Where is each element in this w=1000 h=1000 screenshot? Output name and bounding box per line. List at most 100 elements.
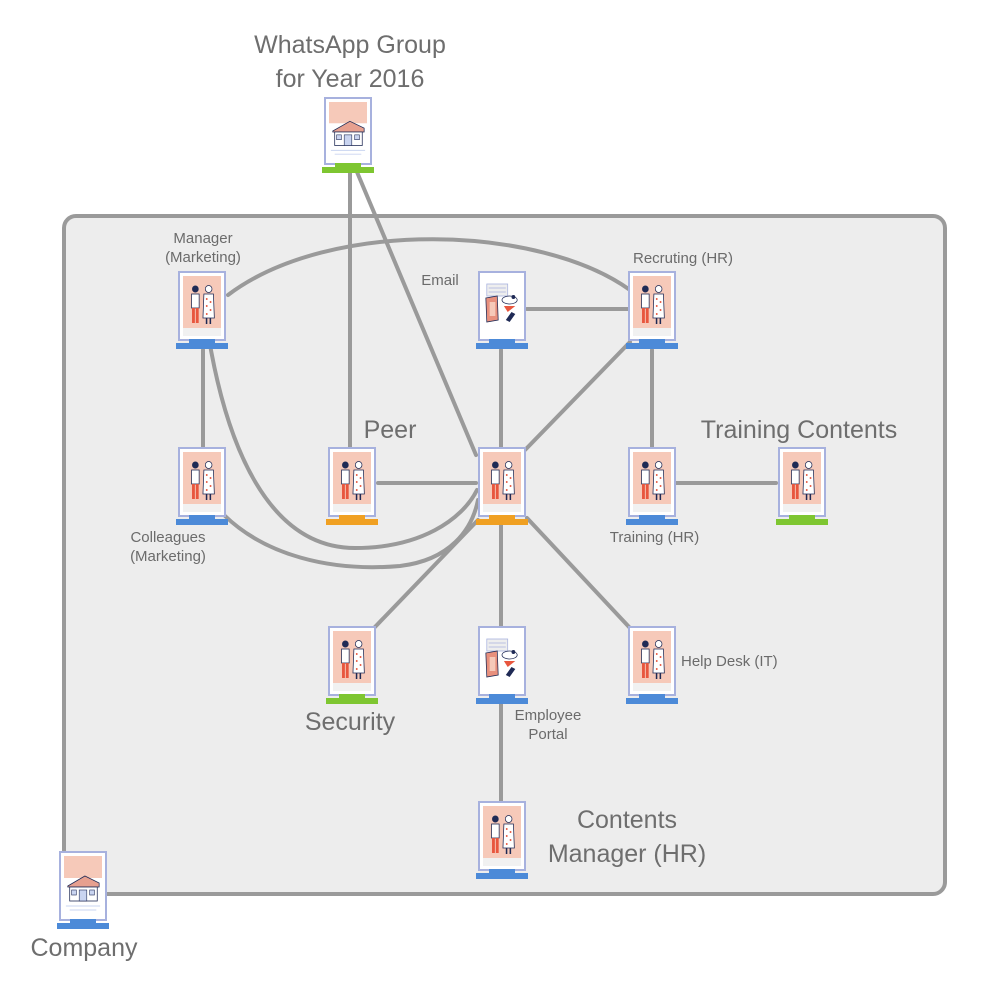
people-icon [783,452,821,512]
label-line: Manager (HR) [547,839,707,868]
label-line: Contents [576,806,678,834]
node-base [489,515,515,519]
node-email[interactable] [476,271,528,349]
node-training-contents[interactable] [776,447,828,525]
node-base [476,873,528,879]
node-company[interactable] [57,851,109,929]
documents-icon-art [483,631,521,691]
edge-recruiting-center [523,340,632,452]
manager-marketing-label: Manager (Marketing) [138,230,268,268]
node-base [322,167,374,173]
node-base [189,515,215,519]
node-base [339,694,365,698]
node-card [628,271,676,341]
node-contents-manager-hr[interactable] [476,801,528,879]
security-label: Security [304,708,396,736]
node-base [789,515,815,519]
house-icon-art [64,856,102,916]
node-card [628,626,676,696]
node-base [57,923,109,929]
node-whatsapp-group[interactable] [322,97,374,173]
node-base [476,343,528,349]
people-icon [483,452,521,512]
people-icon-art [633,276,671,336]
node-recruiting-hr[interactable] [626,271,678,349]
node-card [178,271,226,341]
node-base [176,343,228,349]
training-hr-label: Training (HR) [609,529,700,546]
node-card [628,447,676,517]
label-line: for Year 2016 [275,64,425,93]
people-icon [183,452,221,512]
label-line: (Marketing) [130,547,206,565]
helpdesk-label: Help Desk (IT) [681,653,778,670]
node-base [326,698,378,704]
label-line: WhatsApp Group [254,31,446,59]
node-center-user[interactable] [476,447,528,525]
peer-label: Peer [363,416,417,444]
node-base [339,515,365,519]
house-icon [329,102,367,160]
node-base [626,698,678,704]
edge-whatsapp-center [355,170,478,457]
company-label: Company [30,934,138,962]
people-icon-art [633,631,671,691]
node-peer[interactable] [326,447,378,525]
node-base [639,694,665,698]
label-line: Colleagues [130,529,206,546]
node-card [328,626,376,696]
people-icon [183,276,221,336]
edge-center-security [372,518,480,630]
node-base [489,869,515,873]
people-icon [633,452,671,512]
documents-icon [483,631,521,691]
node-base [70,919,96,923]
node-base [326,519,378,525]
node-card [178,447,226,517]
recruiting-label: Recruting (HR) [632,250,734,267]
node-employee-portal[interactable] [476,626,528,704]
node-card [328,447,376,517]
people-icon-art [333,631,371,691]
documents-icon [483,276,521,336]
node-security[interactable] [326,626,378,704]
people-icon-art [333,452,371,512]
house-icon [64,856,102,916]
label-line: Manager [173,230,233,247]
people-icon-art [183,276,221,336]
node-base [639,515,665,519]
label-line: Portal [528,725,568,743]
node-card [778,447,826,517]
employee-portal-label: Employee Portal [493,707,603,745]
node-helpdesk-it[interactable] [626,626,678,704]
node-colleagues-marketing[interactable] [176,447,228,525]
company-boundary [62,214,947,896]
node-base [489,694,515,698]
node-card [324,97,372,165]
email-label: Email [421,272,459,289]
node-base [176,519,228,525]
people-icon-art [483,452,521,512]
people-icon-art [783,452,821,512]
colleagues-marketing-label: Colleagues (Marketing) [98,529,238,567]
house-icon-art [329,102,367,160]
node-card [478,447,526,517]
documents-icon-art [483,276,521,336]
node-base [476,519,528,525]
node-card [478,626,526,696]
node-manager-marketing[interactable] [176,271,228,349]
node-base [626,343,678,349]
people-icon-art [183,452,221,512]
edge-manager-center [204,318,479,551]
whatsapp-group-label: WhatsApp Group for Year 2016 [225,29,475,97]
node-card [478,801,526,871]
node-card [59,851,107,921]
people-icon-art [483,806,521,866]
people-icon [333,452,371,512]
node-base [639,339,665,343]
node-training-hr[interactable] [626,447,678,525]
label-line: Employee [514,707,582,724]
edge-manager-recruiting [226,237,632,297]
